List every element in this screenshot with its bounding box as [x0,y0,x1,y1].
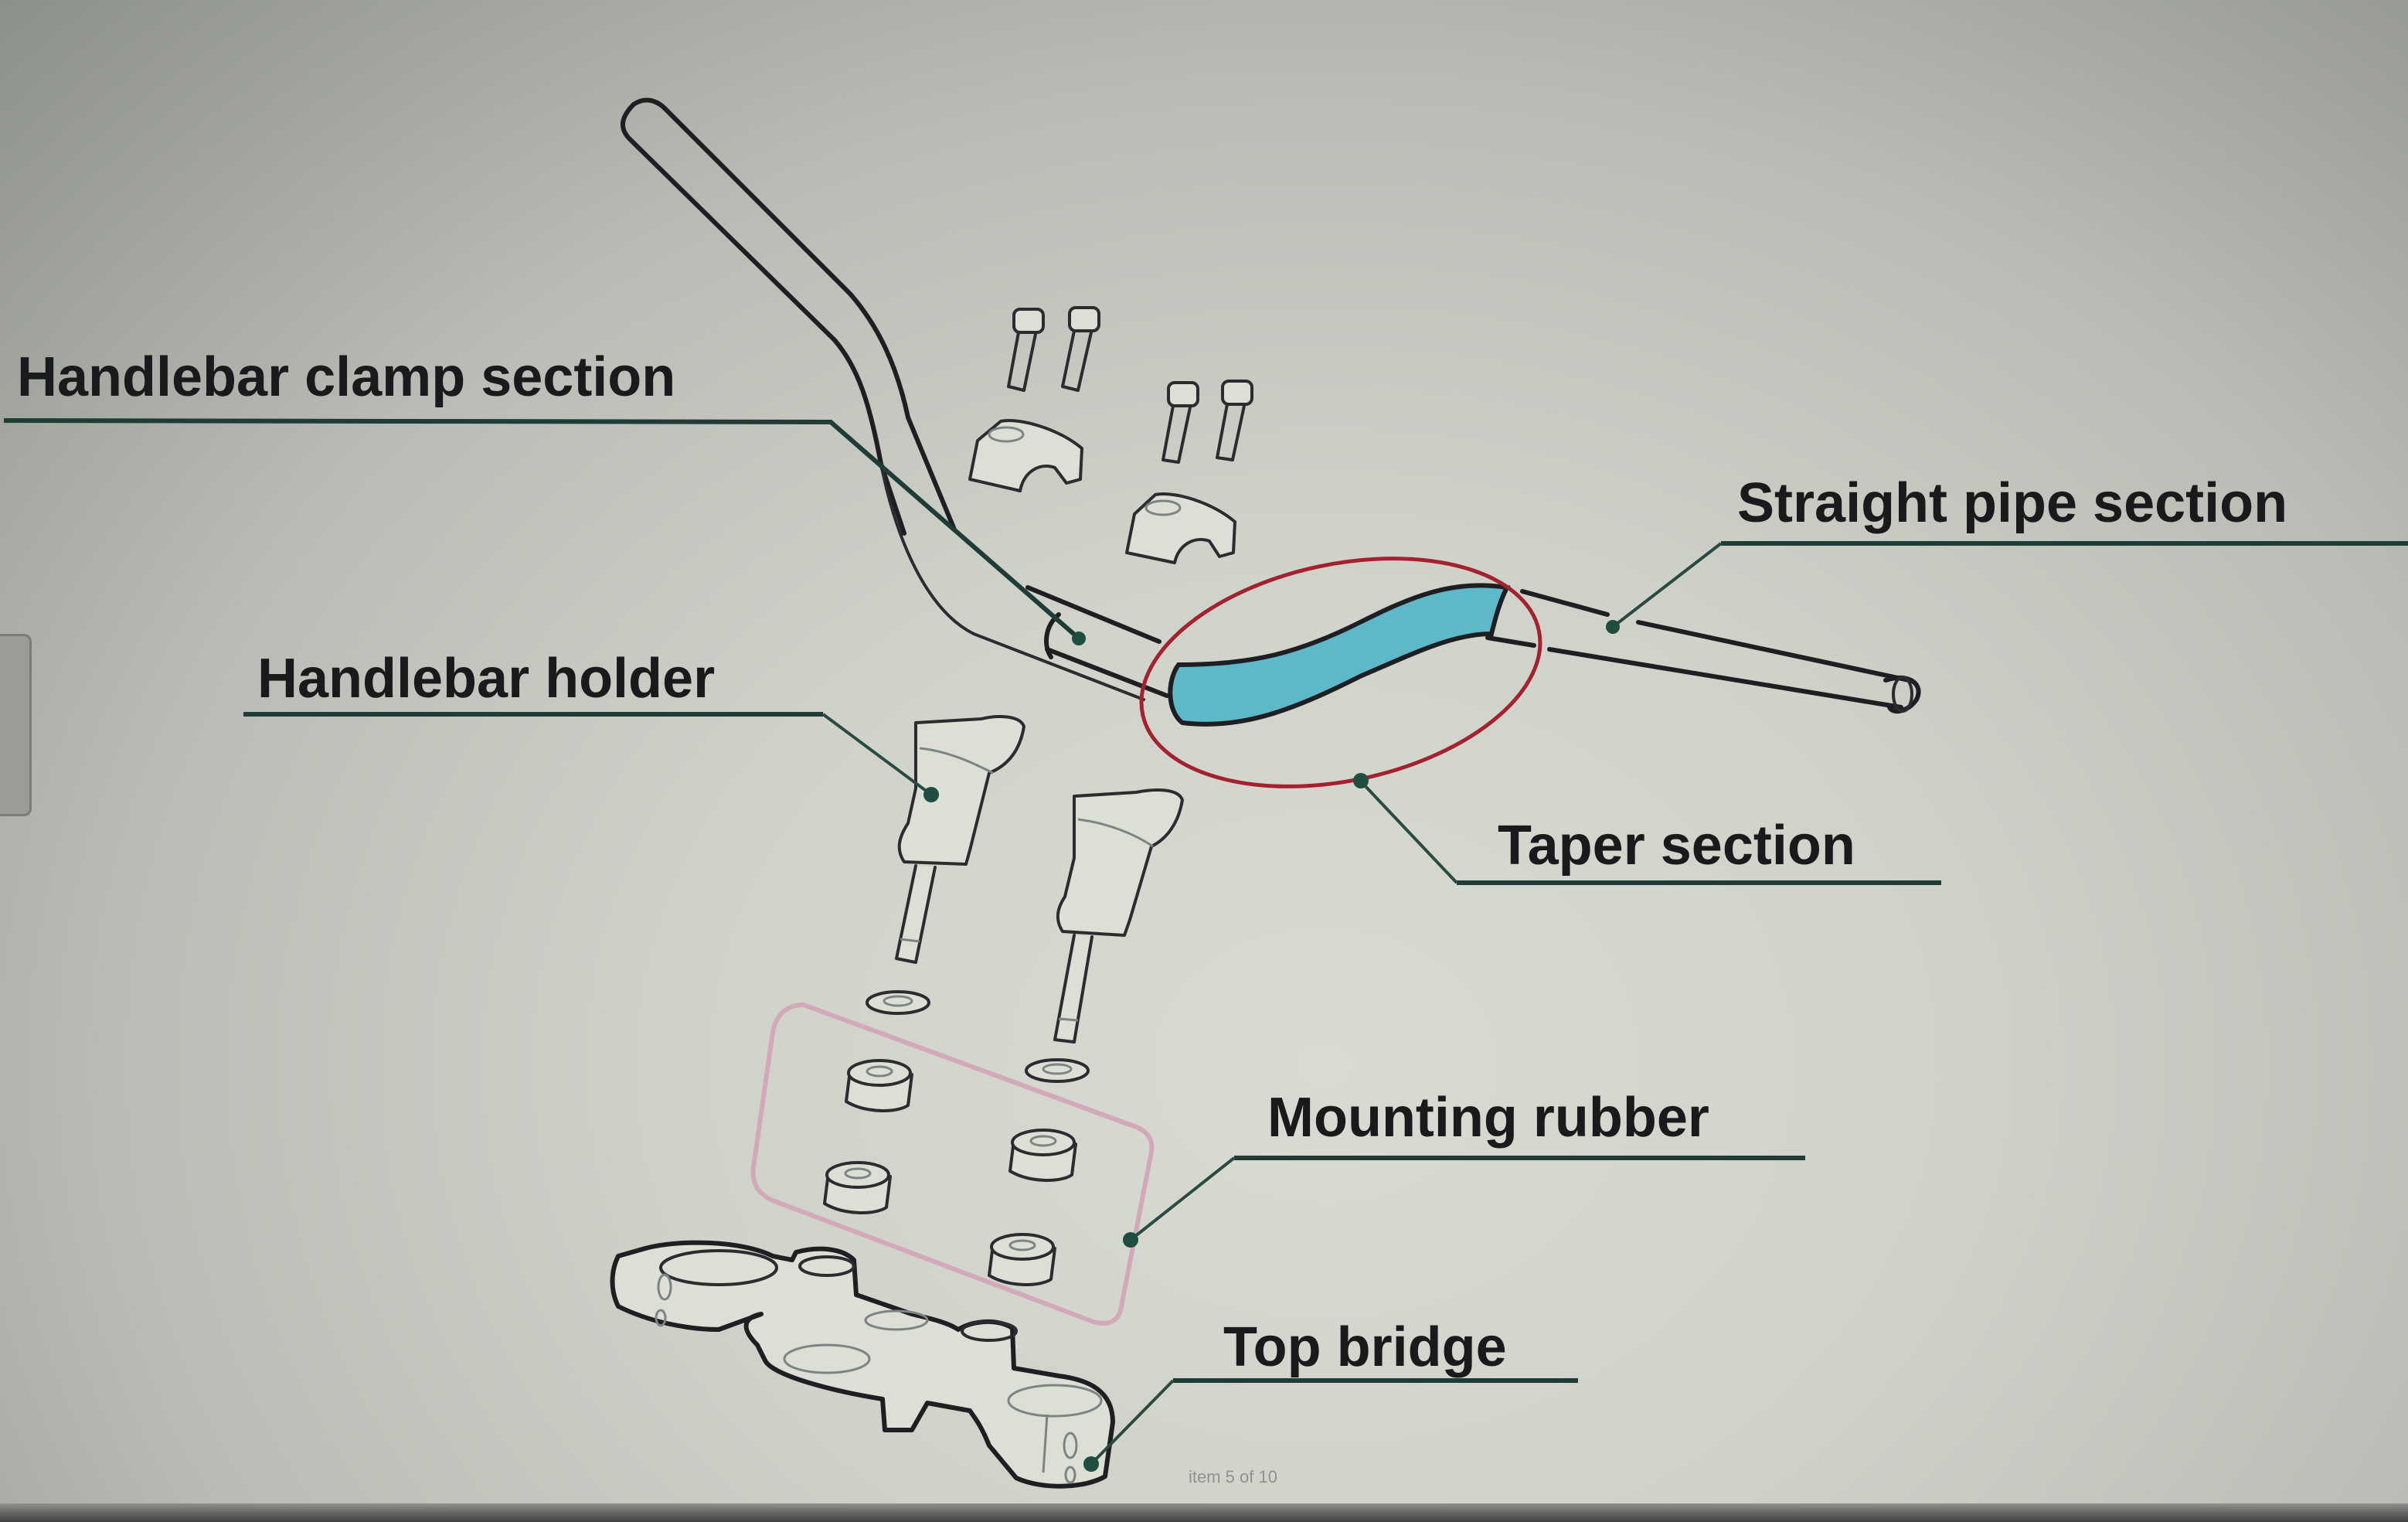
mounting-rubber [823,1161,892,1214]
bolt [1161,381,1199,464]
clamp-bolts [1007,306,1253,464]
label-straight-pipe-section: Straight pipe section [1737,472,2287,534]
clamp-section-top-edge [1025,585,1161,644]
straight-pipe-top-edge-2 [1636,620,1911,683]
upper-clamp [1125,492,1236,564]
straight-pipe-top-edge [1520,589,1610,617]
top-bridge-body [610,1240,1115,1489]
mounting-rubber [1008,1129,1077,1182]
leader-taper-section [1353,773,1941,885]
holder-boss [961,1320,1018,1342]
mounting-rubber [845,1059,913,1112]
pagination-text: item 5 of 10 [1189,1467,1277,1486]
side-panel-handle[interactable] [0,634,32,816]
label-handlebar-holder: Handlebar holder [257,648,715,710]
bolt [1216,380,1253,461]
label-taper-section: Taper section [1498,815,1855,877]
handlebar-lower-edge [879,462,1145,701]
handlebar-left-bend [621,102,906,536]
label-handlebar-clamp-section: Handlebar clamp section [17,346,675,408]
mounting-rubbers [823,1059,1077,1286]
washer [1025,1058,1090,1083]
taper-section-shape [1168,583,1511,727]
leader-straight-pipe-section [1606,541,2408,634]
washer [866,990,930,1015]
upper-clamp [968,419,1083,492]
upper-clamps [968,419,1236,564]
handlebar-holder-right [1025,788,1184,1083]
label-mounting-rubber: Mounting rubber [1267,1087,1709,1149]
leader-mounting-rubber [1123,1156,1805,1248]
leader-handlebar-holder [243,712,939,802]
bolt [1061,306,1100,392]
handlebar-holders [866,715,1184,1083]
label-top-bridge: Top bridge [1223,1316,1507,1378]
straight-pipe-bottom-edge-2 [1547,647,1903,710]
handlebar [621,97,1921,727]
mounting-rubber-highlight-box [750,1002,1155,1326]
leader-top-bridge [1083,1378,1578,1472]
leader-handlebar-clamp-section [3,418,1086,645]
bolt [1007,308,1045,392]
straight-pipe-end-opening [1892,676,1913,713]
fork-tube-hole [783,1343,871,1374]
mounting-rubber [988,1233,1056,1286]
handlebar-left-bend-inner [631,97,957,532]
fork-tube-hole-right [1007,1384,1103,1418]
straight-pipe-bottom-edge [1485,635,1536,648]
holder-boss [798,1255,855,1277]
handlebar-holder-left [866,715,1025,1015]
clamp-section-bottom-edge [1045,647,1169,698]
monitor-bezel [0,1503,2408,1522]
center-hole [864,1309,929,1331]
steering-stem-hole [659,1249,778,1286]
top-bridge [610,1240,1115,1489]
